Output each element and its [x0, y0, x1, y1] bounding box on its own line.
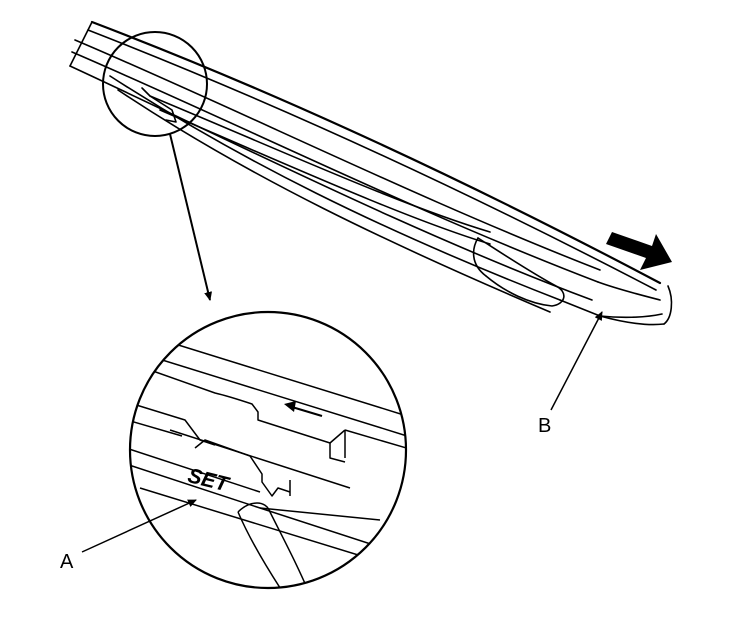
inset-detail: SET	[128, 310, 408, 590]
wiper-blade	[69, 20, 673, 326]
detail-leader-arrow	[169, 133, 213, 301]
callout-a-label: A	[60, 551, 74, 573]
set-mark-text: SET	[185, 464, 232, 497]
callout-b: B	[538, 311, 603, 437]
callout-b-label: B	[538, 415, 551, 437]
callout-a: A	[60, 499, 197, 573]
left-arrow-icon	[284, 401, 323, 417]
inset-circle	[128, 310, 408, 590]
bold-right-arrow-icon	[606, 232, 672, 270]
detail-circle	[102, 31, 208, 137]
